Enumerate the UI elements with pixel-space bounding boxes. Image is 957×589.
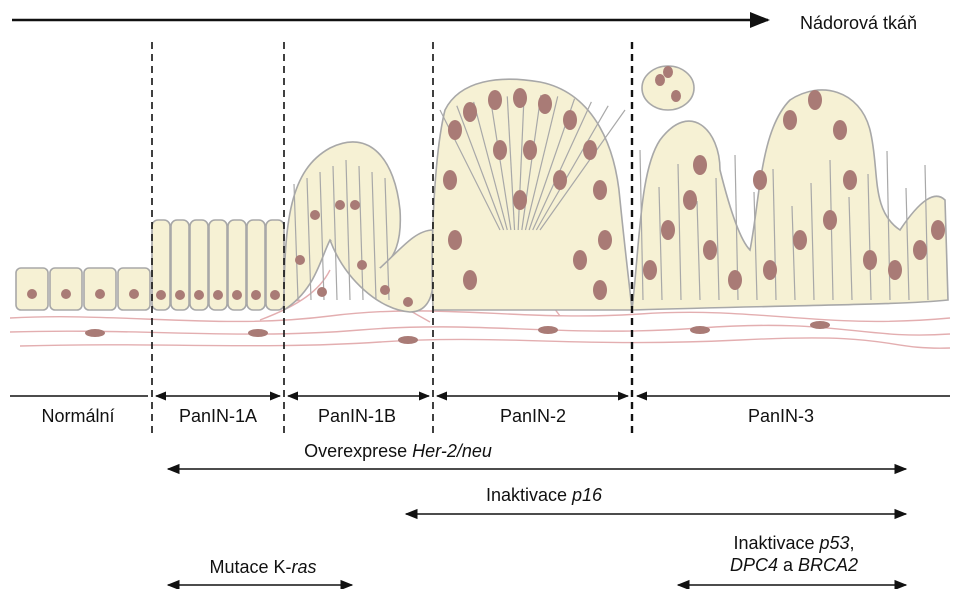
stage-label-panin-1b: PanIN-1B — [318, 405, 396, 427]
stage-label-normal: Normální — [41, 405, 114, 427]
cell-nucleus — [129, 289, 139, 299]
cell-nucleus — [335, 200, 345, 210]
stroma-fiber — [10, 325, 950, 335]
stroma-fiber — [20, 338, 950, 348]
cell-nucleus — [251, 290, 261, 300]
cell-nucleus — [380, 285, 390, 295]
stroma-nucleus — [398, 336, 418, 344]
stroma-fiber — [10, 311, 950, 322]
tumor-tissue-label: Nádorová tkáň — [800, 12, 917, 34]
cell-nucleus — [523, 140, 537, 160]
cell-nucleus — [448, 120, 462, 140]
stage-label-panin-3: PanIN-3 — [748, 405, 814, 427]
cell-nucleus — [194, 290, 204, 300]
cell-nucleus — [270, 290, 280, 300]
cell-nucleus — [232, 290, 242, 300]
cell-nucleus — [643, 260, 657, 280]
cell-nucleus — [583, 140, 597, 160]
cell-nucleus — [888, 260, 902, 280]
cell-nucleus — [553, 170, 567, 190]
cell-nucleus — [728, 270, 742, 290]
cell-nucleus — [671, 90, 681, 102]
cell-nucleus — [808, 90, 822, 110]
cell-nucleus — [175, 290, 185, 300]
stroma-nucleus — [538, 326, 558, 334]
cell-nucleus — [793, 230, 807, 250]
cell-nucleus — [317, 287, 327, 297]
cell-nucleus — [783, 110, 797, 130]
cell-nucleus — [27, 289, 37, 299]
cell-nucleus — [913, 240, 927, 260]
cell-nucleus — [763, 260, 777, 280]
cell-nucleus — [403, 297, 413, 307]
cell-nucleus — [563, 110, 577, 130]
cell-nucleus — [213, 290, 223, 300]
cell-nucleus — [357, 260, 367, 270]
cell-nucleus — [95, 289, 105, 299]
p53-label: Inaktivace p53, DPC4 a BRCA2 — [730, 532, 858, 576]
stage-label-panin-2: PanIN-2 — [500, 405, 566, 427]
cell-nucleus — [598, 230, 612, 250]
cell-nucleus — [823, 210, 837, 230]
epithelium — [16, 66, 948, 312]
kras-label: Mutace K-ras — [209, 556, 316, 578]
stroma-nucleus — [248, 329, 268, 337]
cell-nucleus — [931, 220, 945, 240]
cell-nucleus — [156, 290, 166, 300]
cell-nucleus — [703, 240, 717, 260]
cell-nucleus — [833, 120, 847, 140]
stage-label-panin-1a: PanIN-1A — [179, 405, 257, 427]
cell-nucleus — [573, 250, 587, 270]
cell-nucleus — [538, 94, 552, 114]
cell-nucleus — [753, 170, 767, 190]
cell-nucleus — [693, 155, 707, 175]
cell-nucleus — [463, 270, 477, 290]
p16-label: Inaktivace p16 — [486, 484, 602, 506]
stroma-nucleus — [690, 326, 710, 334]
cell-nucleus — [448, 230, 462, 250]
cell-nucleus — [295, 255, 305, 265]
cell-nucleus — [513, 88, 527, 108]
cell-nucleus — [350, 200, 360, 210]
her2-label: Overexprese Her-2/neu — [304, 440, 492, 462]
cell-nucleus — [863, 250, 877, 270]
cell-nucleus — [655, 74, 665, 86]
stroma-nucleus — [810, 321, 830, 329]
cell-nucleus — [493, 140, 507, 160]
cell-nucleus — [593, 280, 607, 300]
stroma-nucleus — [85, 329, 105, 337]
cell-nucleus — [663, 66, 673, 78]
cell-nucleus — [593, 180, 607, 200]
cell-nucleus — [683, 190, 697, 210]
cell-nucleus — [61, 289, 71, 299]
cell-nucleus — [463, 102, 477, 122]
cell-nucleus — [443, 170, 457, 190]
cell-nucleus — [843, 170, 857, 190]
cell-nucleus — [310, 210, 320, 220]
cell-nucleus — [661, 220, 675, 240]
cell-nucleus — [488, 90, 502, 110]
cell-nucleus — [513, 190, 527, 210]
